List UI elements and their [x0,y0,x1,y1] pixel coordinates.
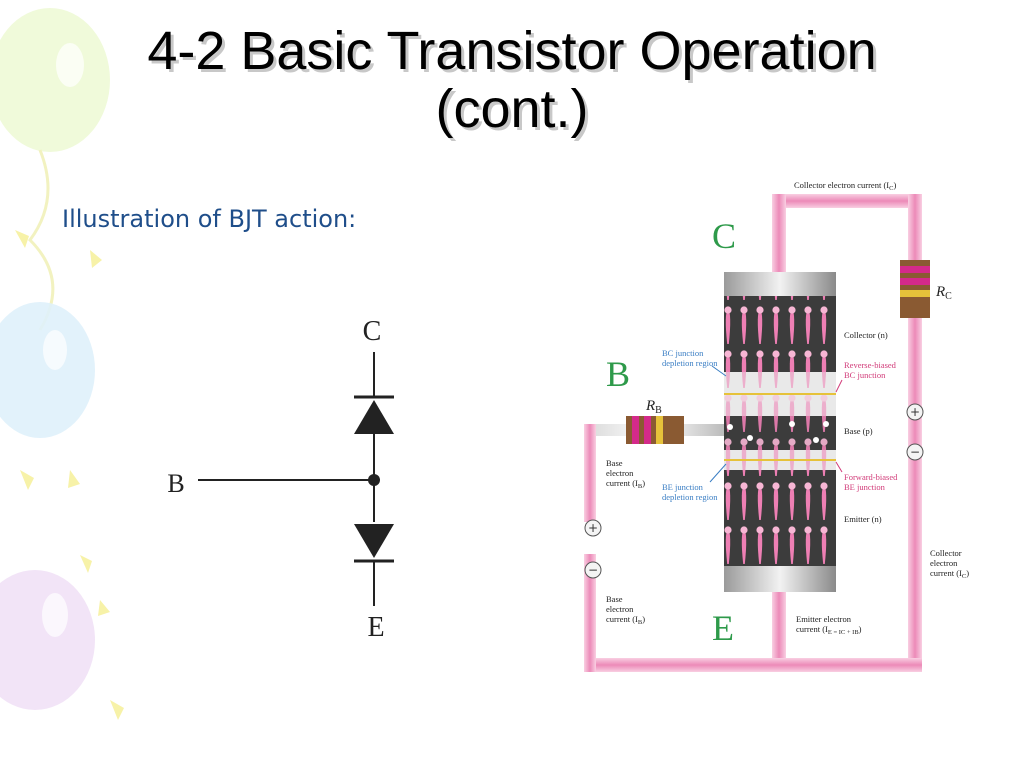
collector-current-right-label: Collector electron current (IC) [930,548,969,580]
emitter-region-label: Emitter (n) [844,514,882,524]
slide-title: 4-2 Basic Transistor Operation (cont.) [20,22,1004,138]
collector-region-label: Collector (n) [844,330,888,340]
collector-plus-terminal: + [906,403,924,421]
base-plus-terminal: + [584,519,602,537]
base-current-upper-label: Base electron current (IB) [606,458,645,490]
bjt-physical-illustration: C B E RC RB Collector electron current (… [584,180,969,672]
svg-text:−: − [910,445,920,459]
title-line-2: (cont.) [435,79,589,139]
bc-depletion-label: BC junction depletion region [662,348,718,368]
transistor-crystal [724,272,836,592]
title-line-1: 4-2 Basic Transistor Operation [147,21,877,81]
emitter-current-label: Emitter electron current (IE = IC + IB) [796,614,862,636]
balloon-decoration [0,8,124,720]
svg-text:+: + [588,521,598,535]
base-region-label: Base (p) [844,426,873,436]
slide-subtitle: Illustration of BJT action: [62,205,357,233]
base-current-lower-label: Base electron current (IB) [606,594,645,626]
rb-label: RB [645,398,662,416]
resistor-rb [626,416,684,444]
diode-label-c: C [363,316,382,347]
region-letter-b: B [606,354,630,394]
region-letter-e: E [712,608,734,648]
be-diode-symbol [354,524,394,558]
svg-text:−: − [588,563,598,577]
rc-label: RC [935,284,952,302]
resistor-rc [900,260,930,318]
diode-label-b: B [167,469,184,498]
forward-biased-label: Forward-biased BE junction [844,472,899,492]
collector-minus-terminal: − [906,443,924,461]
bc-diode-symbol [354,400,394,434]
diode-label-e: E [367,612,384,643]
region-letter-c: C [712,216,736,256]
svg-text:+: + [910,405,920,419]
bjt-diode-model: C B E [150,300,440,650]
be-depletion-label: BE junction depletion region [662,482,718,502]
reverse-biased-label: Reverse-biased BC junction [844,360,898,380]
collector-current-top-label: Collector electron current (IC) [794,180,896,192]
base-minus-terminal: − [584,561,602,579]
